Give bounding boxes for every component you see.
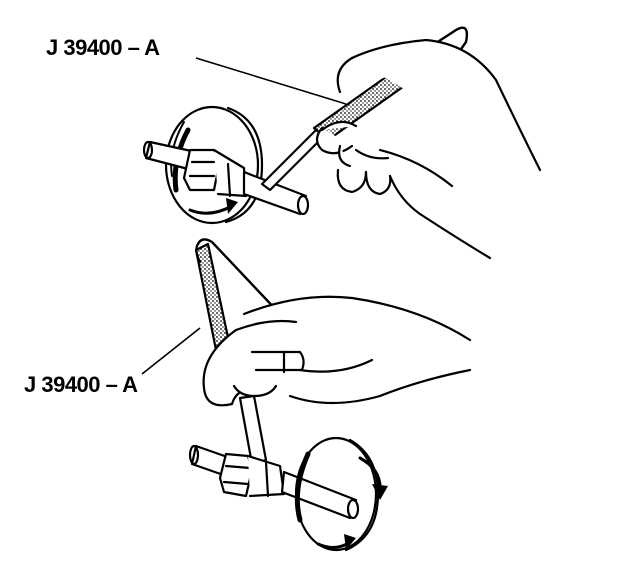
bottom-tool-frame bbox=[196, 238, 282, 316]
top-fitting-nut bbox=[182, 148, 248, 198]
bottom-hand bbox=[202, 295, 472, 407]
top-brake-line-right bbox=[242, 170, 308, 216]
bottom-scene bbox=[188, 238, 472, 552]
bottom-leader-line bbox=[141, 327, 201, 375]
tool-callout-bottom: J 39400 – A bbox=[24, 372, 138, 397]
top-leader-line bbox=[195, 57, 347, 105]
top-hand bbox=[315, 38, 542, 260]
bottom-brake-line-right bbox=[280, 470, 358, 520]
top-scene bbox=[142, 26, 542, 260]
bottom-tool-rod bbox=[238, 394, 268, 466]
bottom-fitting-nut bbox=[218, 452, 286, 498]
tool-callout-top: J 39400 – A bbox=[46, 35, 160, 60]
